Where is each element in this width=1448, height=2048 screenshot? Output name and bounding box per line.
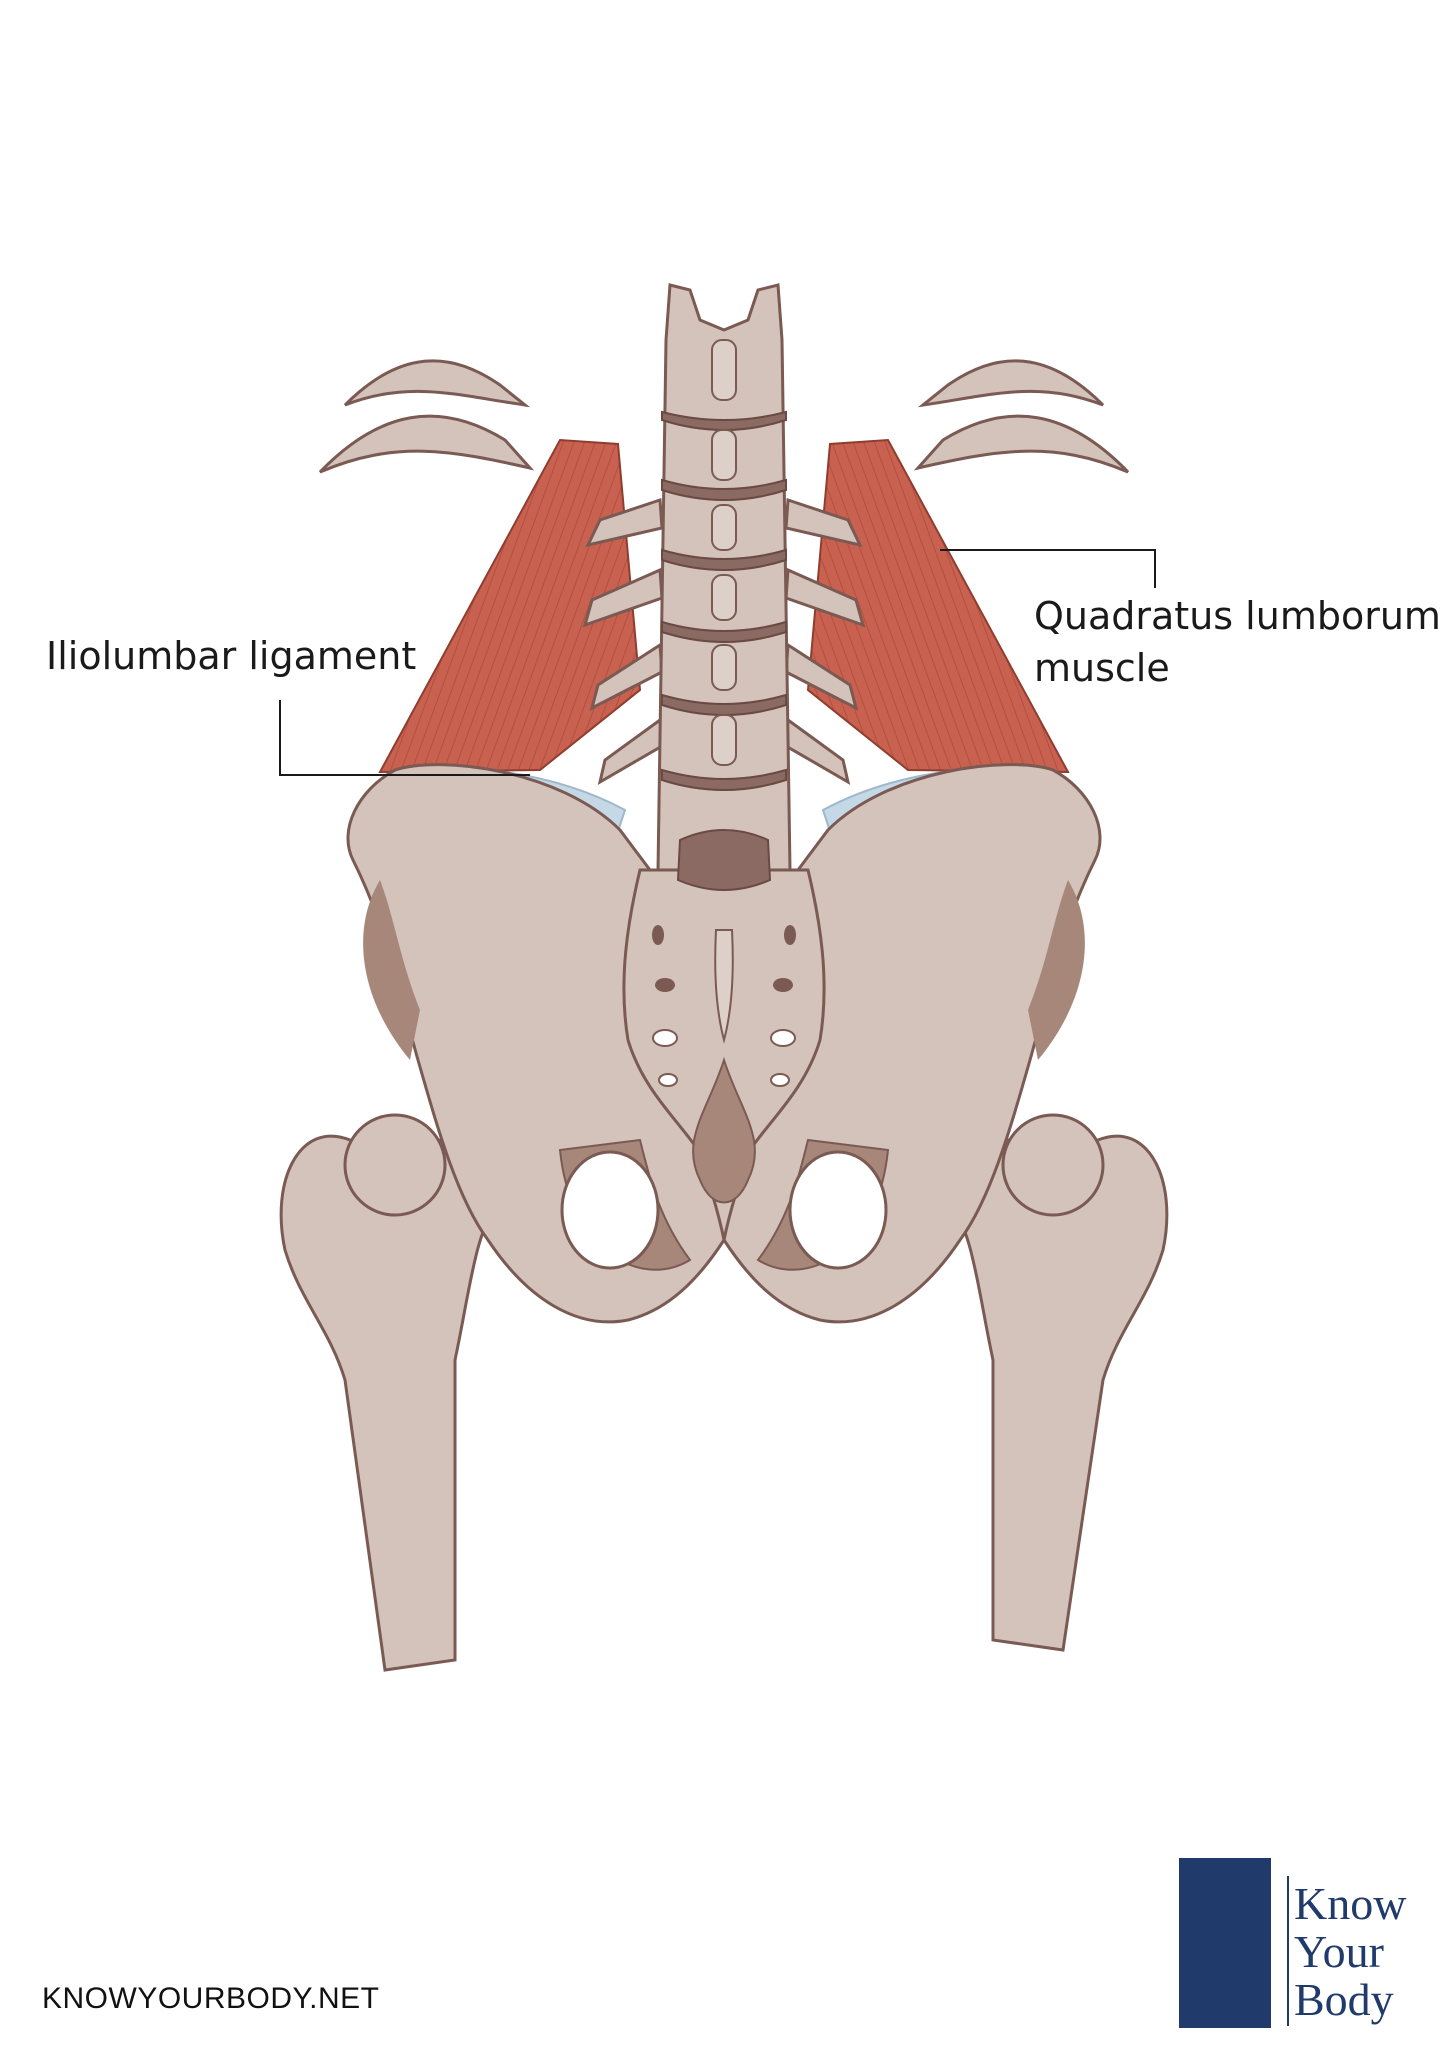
leader-lines [279, 549, 1156, 776]
obturator-foramen-right [788, 1150, 888, 1270]
iliolumbar-ligament-label: Iliolumbar ligament [46, 634, 417, 678]
sacrum [622, 829, 826, 1241]
quadratus-leader [940, 549, 1156, 588]
femurs [279, 1113, 1169, 1672]
transverse-processes [582, 497, 866, 786]
site-url: KNOWYOURBODY.NET [42, 1982, 380, 2015]
intervertebral-discs [661, 410, 787, 791]
quadratus-lumborum-right [806, 438, 1070, 774]
quadratus-lumborum-left [378, 438, 642, 774]
quadratus-lumborum-label: Quadratus lumborum muscle [1034, 590, 1441, 694]
logo-wordmark: Know Your Body [1294, 1880, 1406, 2024]
logo-line-1: Know [1294, 1878, 1407, 1929]
quadratus-label-line-1: Quadratus lumborum [1034, 594, 1441, 638]
logo-line-2: Your [1294, 1926, 1384, 1977]
logo-badge [1179, 1858, 1271, 2028]
ribs [318, 359, 1130, 474]
spinous-processes [711, 339, 737, 766]
logo-divider [1287, 1876, 1289, 2026]
obturator-foramen-left [560, 1150, 660, 1270]
quadratus-label-line-2: muscle [1034, 646, 1170, 690]
lumbar-spine [656, 283, 792, 872]
logo-line-3: Body [1294, 1974, 1394, 2025]
iliolumbar-leader [279, 700, 530, 776]
sacral-foramina [652, 925, 796, 1087]
